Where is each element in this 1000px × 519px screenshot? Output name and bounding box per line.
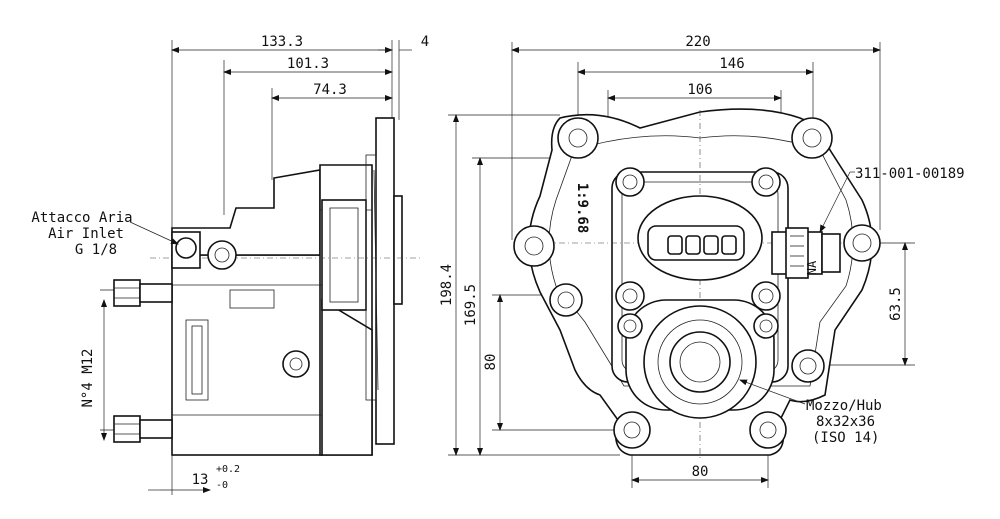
dim-13-tolerance-minus: -0 [216,480,228,491]
dim-220: 220 [685,34,710,50]
bolt-hole-icon [549,283,583,317]
side-dimension-labels: 133.3 101.3 74.3 4 13 +0.2 -0 Attacco Ar… [31,34,429,491]
gearbox-housing-side [171,164,373,456]
ratio-label: 1:9.68 [574,183,590,234]
bolt-hole-icon [753,313,779,339]
output-hub [625,299,775,419]
bolt-hole-icon [791,349,825,383]
mounting-flange-side [150,117,420,445]
bolt-hole-icon [615,167,645,197]
breather-fitting [771,227,841,279]
hub-label-2: 8x32x36 [816,414,875,430]
front-dimension-lines [448,42,915,488]
dim-101: 101.3 [287,56,329,72]
bolt-hole-icon [751,167,781,197]
air-inlet-thread: G 1/8 [75,242,117,258]
bolt-hole-icon [843,224,881,262]
air-inlet-label-it: Attacco Aria [31,210,132,226]
hub-label-1: Mozzo/Hub [806,398,882,414]
front-bolt-holes [513,117,881,449]
dim-63: 63.5 [888,287,904,321]
bolt-hole-icon [791,117,833,159]
part-number-label: 311-001-00189 [855,166,965,182]
dim-13: 13 [192,472,209,488]
air-inlet-fitting [171,231,310,378]
dim-74: 74.3 [313,82,347,98]
upper-gear-cover [637,195,763,281]
dim-13-tolerance-plus: +0.2 [216,464,240,475]
air-inlet-label-en: Air Inlet [48,226,124,242]
na-label: NA [805,260,819,275]
dim-146: 146 [719,56,744,72]
side-view: 133.3 101.3 74.3 4 13 +0.2 -0 Attacco Ar… [31,34,429,495]
front-view: 220 146 106 198.4 169.5 80 63.5 80 311-0… [439,34,965,488]
front-dimension-labels: 220 146 106 198.4 169.5 80 63.5 80 311-0… [439,34,965,480]
front-leader-lines [739,171,855,405]
bolt-hole-icon [617,313,643,339]
bolts-label: N°4 M12 [80,348,96,407]
bolt-hole-icon [751,281,781,311]
bolt-hole-icon [615,281,645,311]
bolt-hole-icon [513,225,555,267]
dim-169: 169.5 [463,284,479,326]
dim-80-vertical: 80 [483,354,499,371]
brand-logo-icon [667,235,737,255]
mounting-studs-side [113,279,173,443]
dim-4: 4 [421,34,429,50]
hub-label-3: (ISO 14) [812,430,879,446]
dim-133: 133.3 [261,34,303,50]
dim-106: 106 [687,82,712,98]
bolt-hole-icon [557,117,599,159]
dim-80-horizontal: 80 [692,464,709,480]
bolt-hole-icon [749,411,787,449]
bolt-hole-icon [613,411,651,449]
dim-198: 198.4 [439,264,455,306]
